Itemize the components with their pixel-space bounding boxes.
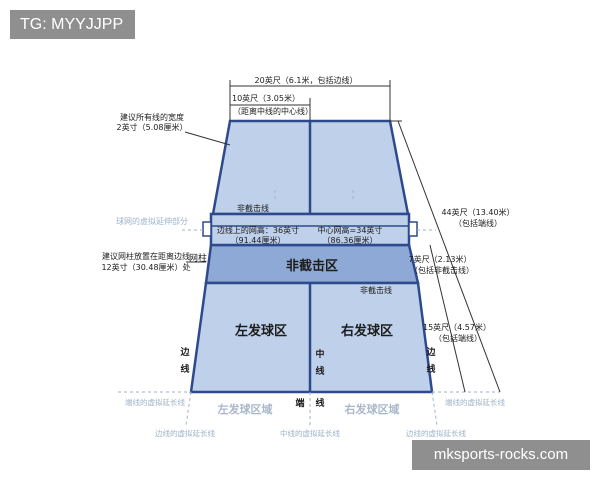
net-post-label: 网柱 (189, 252, 207, 264)
dim-44ft-note: （包括端线） (454, 218, 502, 228)
dim-15ft-label: 15英尺（4.57米） (423, 322, 491, 332)
net-post-left (202, 221, 212, 237)
dim-44ft-line (397, 120, 501, 393)
post-placement-title: 建议网柱放置在距离边线 (102, 251, 190, 261)
centerline-ext-label: 中线的虚拟延长线 (280, 428, 340, 438)
sideline-left-label-2: 线 (180, 363, 189, 375)
net-sideline-height-cm: （91.44厘米） (231, 235, 286, 245)
dimension-lines (184, 80, 501, 393)
sideline-left-label-1: 边 (179, 346, 190, 358)
dim-10ft-label: 10英尺（3.05米） (232, 93, 300, 103)
dim-line-width-leader (184, 131, 231, 146)
sideline-extension-right (431, 391, 438, 426)
nonvolley-line-bottom-label: 非截击线 (360, 285, 392, 295)
court (189, 119, 434, 394)
right-service-area-label: 右发球区域 (344, 402, 400, 416)
dim-10ft-note: （距离中线的中心线） (233, 106, 313, 116)
baseline-label-1: 端 (295, 397, 304, 409)
near-court-surface (189, 281, 434, 394)
net-center-height: 中心网高=34英寸 (318, 225, 383, 235)
sideline-ext-left-label: 边线的虚拟延长线 (155, 428, 215, 438)
baseline-ext-left-label: 端线的虚拟延长线 (125, 397, 185, 407)
center-line-label-2: 线 (315, 365, 324, 377)
sideline-extension-left (185, 391, 192, 426)
dim-44ft-label: 44英尺（13.40米） (441, 207, 514, 217)
nonvolley-zone-label: 非截击区 (286, 258, 338, 274)
post-placement-value: 12英寸（30.48厘米）处 (101, 262, 190, 272)
watermark-top: TG: MYYJJPP (10, 10, 135, 39)
net (209, 212, 411, 247)
dim-20ft-label: 20英尺（6.1米，包括边线） (255, 75, 358, 85)
line-width-value: 2英寸（5.08厘米） (117, 122, 188, 132)
net-center-height-cm: （86.36厘米） (323, 235, 378, 245)
right-service-court-label: 右发球区 (340, 323, 393, 339)
net-ghost-label: 球网的虚拟延伸部分 (116, 216, 188, 226)
baseline-ext-right-label: 端线的虚拟延长线 (445, 397, 505, 407)
dim-15ft-note: （包括端线） (434, 333, 482, 343)
dim-7ft-line (429, 244, 440, 284)
watermark-bottom: mksports-rocks.com (412, 440, 590, 470)
nonvolley-line-top-label: 非截击线 (237, 203, 269, 213)
dim-15ft-line (438, 282, 466, 393)
dim-7ft-label: 7英尺（2.13米） (409, 254, 472, 264)
net-post-right (408, 221, 418, 237)
left-service-area-label: 左发球区域 (217, 402, 273, 416)
extension-lines (118, 190, 500, 426)
sideline-right-label-2: 线 (426, 363, 435, 375)
line-width-title: 建议所有线的宽度 (120, 112, 184, 122)
net-sideline-height: 边线上的网高：36英寸 (217, 225, 299, 235)
left-service-court-label: 左发球区 (235, 323, 287, 339)
sideline-right-label-1: 边 (425, 346, 436, 358)
baseline-label-2: 线 (315, 397, 324, 409)
dim-7ft-note: （包括非截击线） (410, 265, 474, 275)
center-line-label-1: 中 (315, 348, 324, 360)
sideline-ext-right-label: 边线的虚拟延长线 (406, 428, 466, 438)
